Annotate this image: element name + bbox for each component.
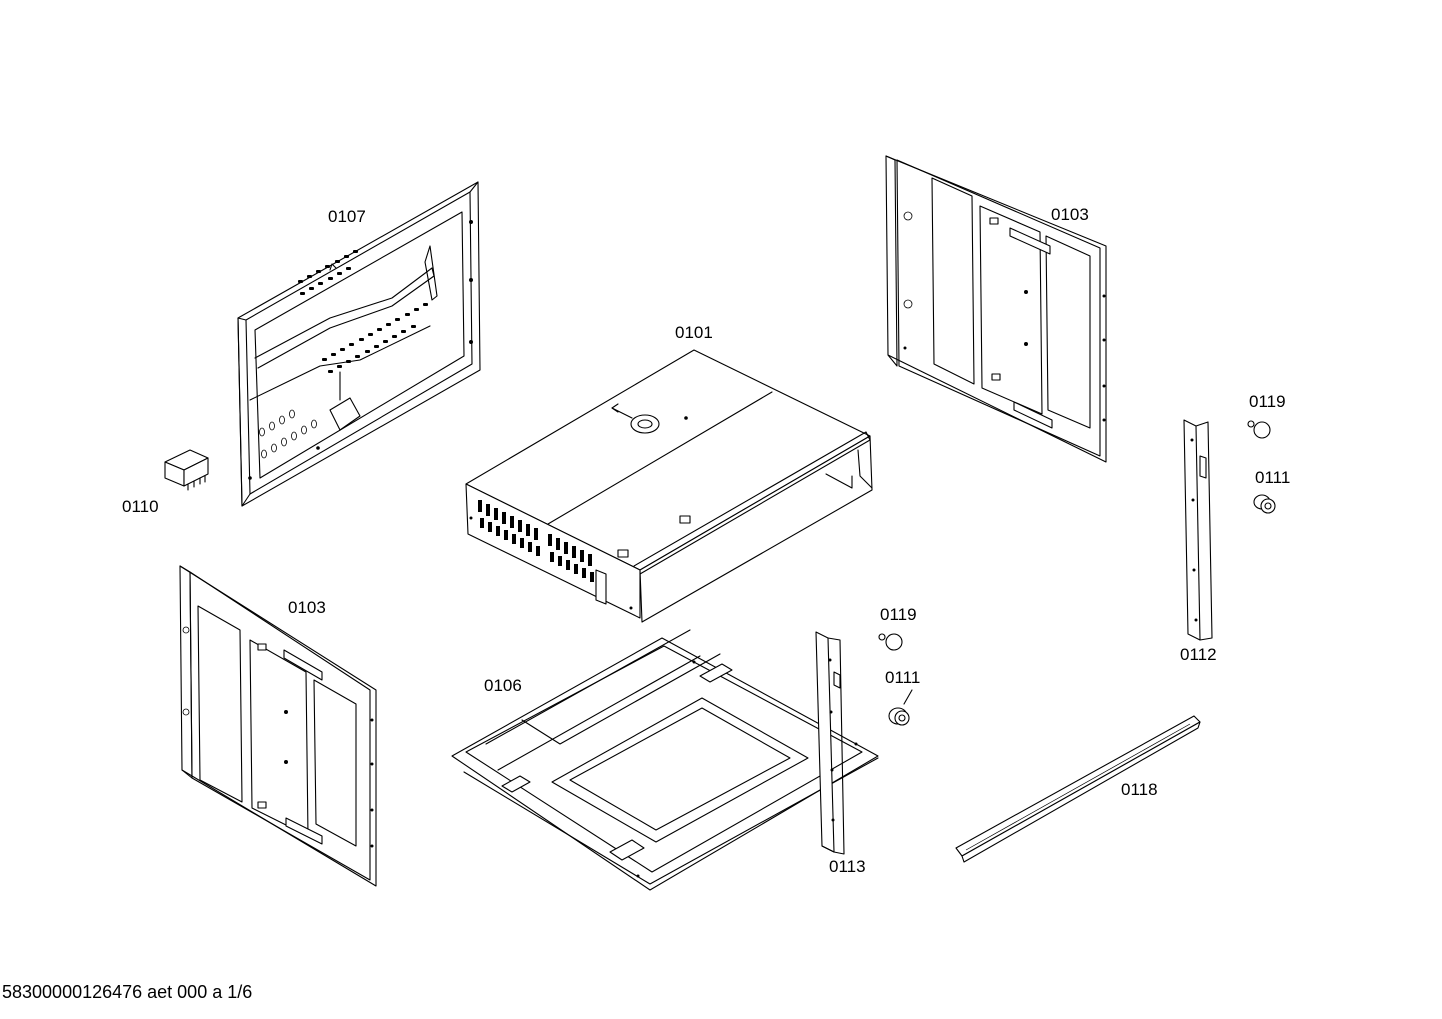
part-0118-long-rail — [955, 715, 1201, 863]
label-0103-bottom: 0103 — [288, 598, 326, 617]
part-0111-spacer-mid — [888, 689, 913, 726]
part-0110-connector — [164, 449, 209, 491]
part-0107-rear-panel — [237, 181, 481, 507]
label-0113: 0113 — [829, 857, 866, 876]
part-0119-clip-right — [1247, 420, 1271, 439]
label-0101: 0101 — [675, 323, 713, 342]
part-0101-cavity-housing — [465, 349, 873, 623]
label-0111-mid: 0111 — [885, 668, 921, 687]
label-0107: 0107 — [328, 207, 366, 226]
part-0113-rail-left — [815, 631, 845, 855]
label-0111-right: 0111 — [1255, 468, 1291, 487]
label-0118: 0118 — [1121, 780, 1158, 799]
label-0110: 0110 — [122, 497, 159, 516]
label-0103-top: 0103 — [1051, 205, 1089, 224]
label-0119-mid: 0119 — [880, 605, 917, 624]
part-0106-bottom-tray — [451, 629, 879, 891]
label-0112: 0112 — [1180, 645, 1217, 664]
document-id: 58300000126476 aet 000 a 1/6 — [2, 982, 253, 1002]
part-0119-clip-mid — [878, 633, 903, 651]
label-0106: 0106 — [484, 676, 522, 695]
part-0103-side-panel-right — [885, 155, 1107, 463]
part-0103-side-panel-left — [179, 565, 377, 887]
part-0112-rail-right — [1183, 419, 1213, 641]
part-0111-spacer-right — [1253, 494, 1276, 514]
label-0119-right: 0119 — [1249, 392, 1286, 411]
